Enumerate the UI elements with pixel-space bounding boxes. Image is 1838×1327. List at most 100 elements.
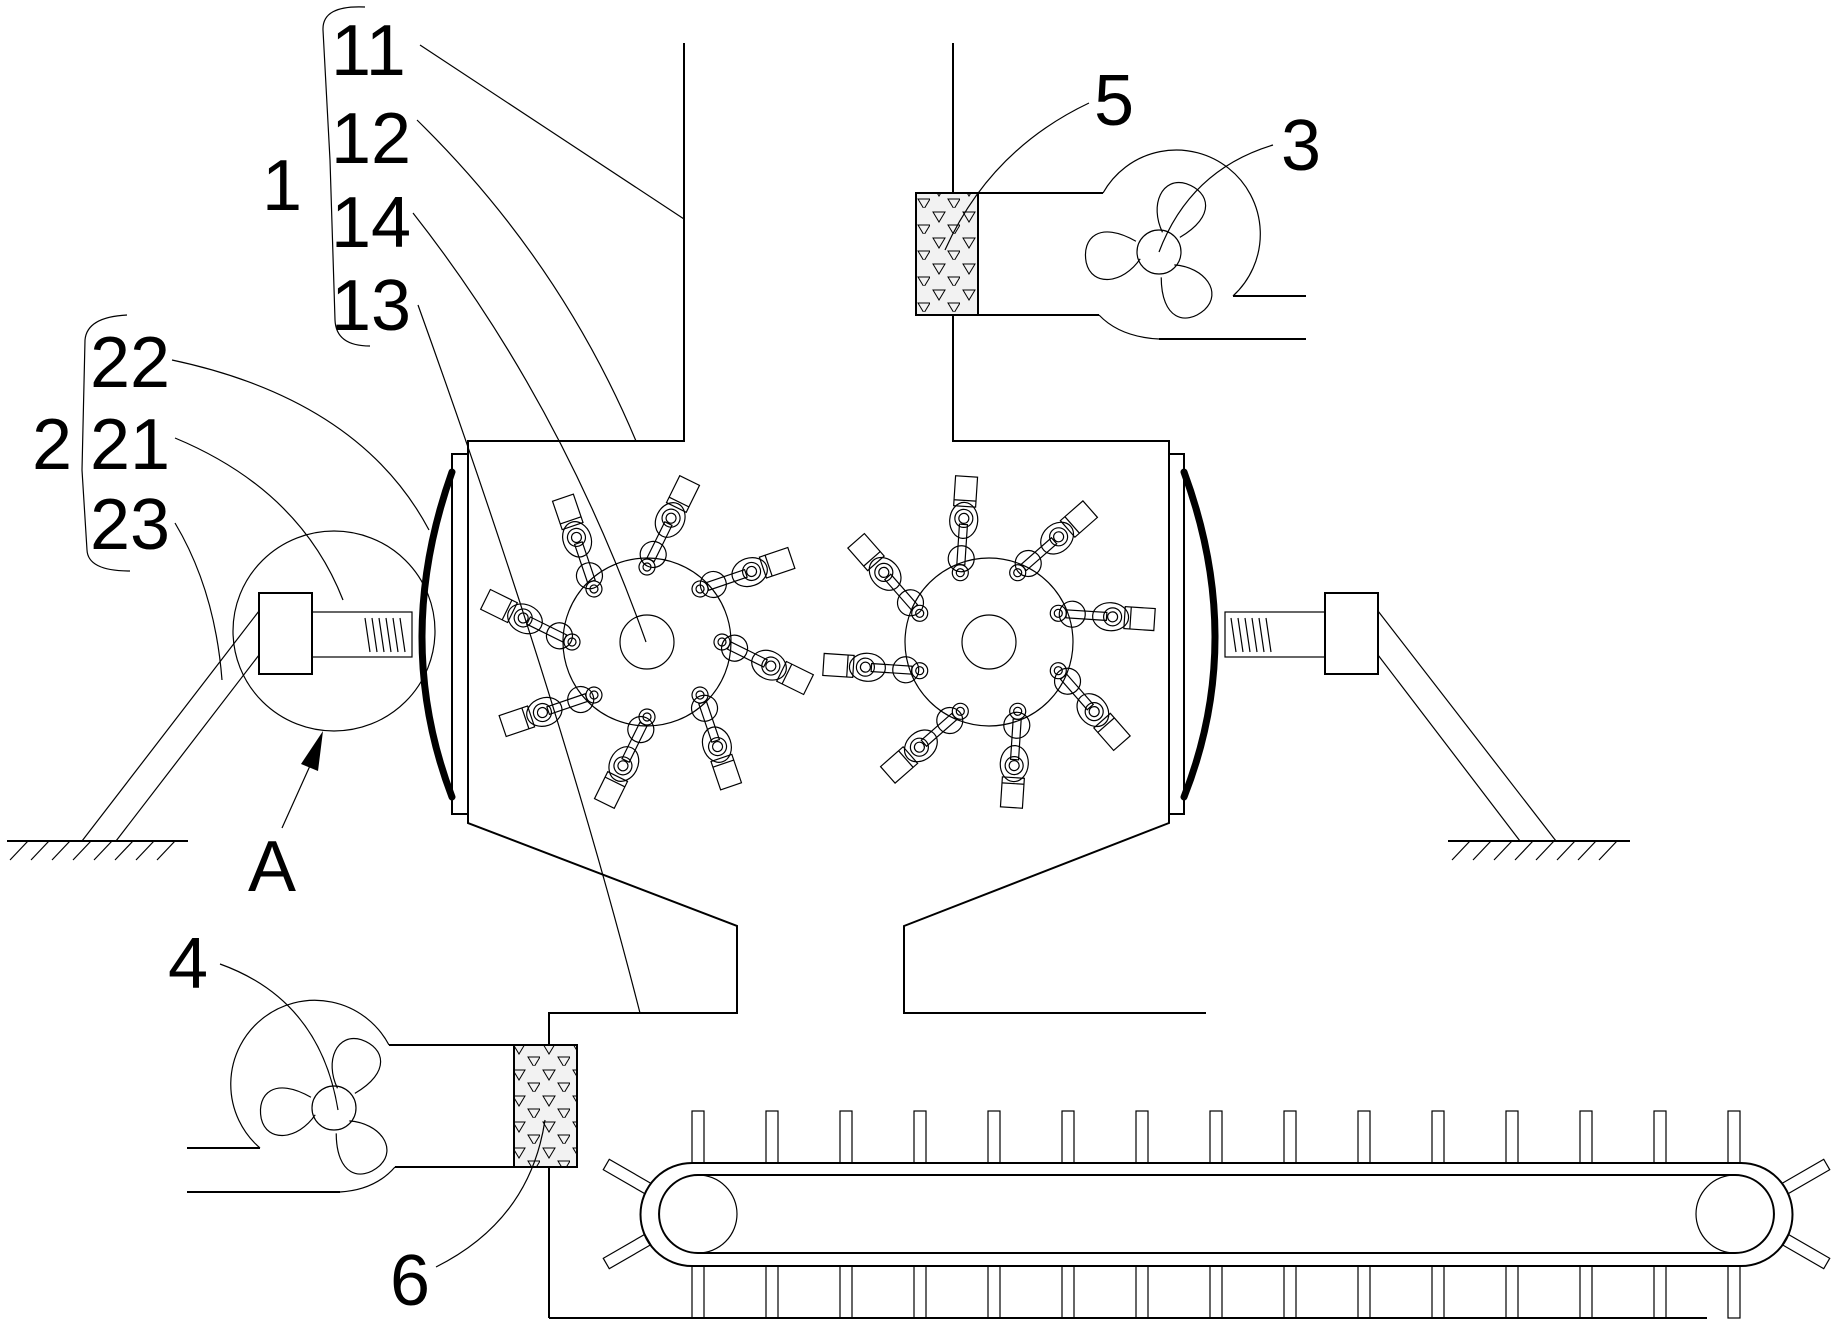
hammer-head-edge [1097, 717, 1115, 733]
hammer-joint [1040, 521, 1075, 555]
label-A: A [248, 827, 296, 907]
hammer-link [1009, 718, 1022, 761]
hammer-joint [903, 729, 938, 763]
hammer-arm [1049, 662, 1132, 752]
inlet-left-wall [467, 43, 738, 1045]
hammer-link-boss [947, 545, 975, 573]
hammer-head [822, 652, 855, 678]
hammer-link-boss [627, 715, 655, 744]
hammer-pin [1053, 608, 1063, 618]
chamber-right-wall [903, 315, 1206, 1014]
ground-hatch-stroke [1472, 840, 1492, 861]
right-leg-inner [1377, 654, 1521, 842]
hammer-pivot [1049, 662, 1067, 680]
hammer-arm [638, 474, 701, 576]
hammer-head-edge [1129, 606, 1132, 630]
hammer-head [551, 493, 584, 531]
hammer-bolt [613, 756, 633, 776]
leader-14 [412, 212, 647, 643]
belt-top-tooth [987, 1110, 1001, 1164]
right-pulley [1695, 1174, 1775, 1254]
hammer-pivot [1009, 702, 1027, 720]
leader-3 [1158, 144, 1274, 253]
right-ground-hatch [1451, 840, 1618, 861]
brace-group-1 [322, 6, 371, 347]
hammer-bolt-inner [859, 661, 871, 673]
hammer-bolt-inner [1107, 611, 1119, 623]
hammer-bolt-inner [878, 566, 890, 578]
hammer-link [726, 641, 769, 668]
belt-top-tooth [1135, 1110, 1149, 1164]
fan-hub [311, 1085, 357, 1131]
hammer-bolt [954, 508, 974, 528]
label-12: 12 [331, 99, 411, 179]
hammer-head [498, 705, 536, 738]
ground-hatch-stroke [9, 840, 29, 861]
label-4: 4 [168, 924, 208, 1004]
hammer-link [956, 523, 969, 566]
hammer-arm [846, 532, 929, 622]
hammer-bolt [855, 657, 875, 677]
right-damper [1224, 592, 1630, 861]
hammer-joint [868, 556, 902, 591]
leader-23 [174, 522, 223, 681]
hammer-arm [1049, 600, 1156, 632]
belt-bottom-tooth [765, 1265, 779, 1319]
fan-4 [187, 999, 578, 1318]
hammer-pin [955, 568, 965, 578]
hammer-head [775, 660, 815, 696]
hammer-bolt [532, 702, 553, 723]
hammer-link-boss [892, 656, 920, 684]
belt-end-tooth [602, 1233, 652, 1270]
ground-hatch-stroke [1556, 840, 1576, 861]
hammer-bolt [707, 736, 728, 757]
hammer-bolt [1084, 702, 1104, 722]
hammer-head-edge [1001, 782, 1025, 785]
hammer-head [710, 753, 743, 791]
left-spring-housing [311, 611, 413, 658]
hammer-link-boss [1003, 711, 1031, 739]
hammer-pin [642, 712, 652, 722]
hammer-bolt [1004, 756, 1024, 776]
leader-5 [944, 102, 1090, 251]
hammer-bolt-inner [958, 512, 970, 524]
ground-hatch-stroke [1514, 840, 1534, 861]
hammer-link-boss [936, 706, 964, 735]
hammer-bolt-inner [1053, 531, 1065, 543]
hammer-pivot [911, 604, 929, 622]
filter-6-pattern [513, 1044, 578, 1168]
hammer-bolt [1103, 607, 1123, 627]
hammer-arm [498, 685, 603, 738]
fan-blade [1156, 181, 1207, 238]
left-ground-hatch [9, 840, 176, 861]
label-14: 14 [331, 183, 411, 263]
left-spring-icon [364, 617, 406, 653]
hammer-head [593, 770, 629, 810]
hammer-link-boss [690, 694, 719, 722]
belt-bottom-tooth [1283, 1265, 1297, 1319]
left-elastic-plate [418, 468, 456, 801]
label-6: 6 [390, 1241, 430, 1321]
belt-bottom-tooth [987, 1265, 1001, 1319]
hammer-bolt-inner [1088, 706, 1100, 718]
hammer-head-edge [764, 555, 773, 577]
belt-bottom-tooth [1135, 1265, 1149, 1319]
hammer-pin [695, 690, 705, 700]
belt-bottom-tooth [1357, 1265, 1371, 1319]
hammer-bolt-inner [617, 760, 629, 772]
label-22: 22 [90, 323, 170, 403]
ground-hatch-stroke [30, 840, 50, 861]
rotor-disk [904, 557, 1074, 727]
ground-hatch-stroke [1577, 840, 1597, 861]
left-rotor [479, 474, 815, 810]
leader-4 [219, 963, 339, 1111]
hammer-joint [731, 557, 768, 588]
hammer-bolt [661, 508, 681, 528]
labels: 11 12 1 14 13 22 2 21 23 5 3 A 4 6 [32, 11, 1321, 1321]
left-leg-inner [115, 654, 260, 842]
leader-21 [174, 437, 344, 601]
hammer-link [1059, 673, 1095, 711]
hammer-joint [999, 745, 1029, 783]
ground-hatch-stroke [156, 840, 176, 861]
hammer-head [1092, 712, 1132, 752]
